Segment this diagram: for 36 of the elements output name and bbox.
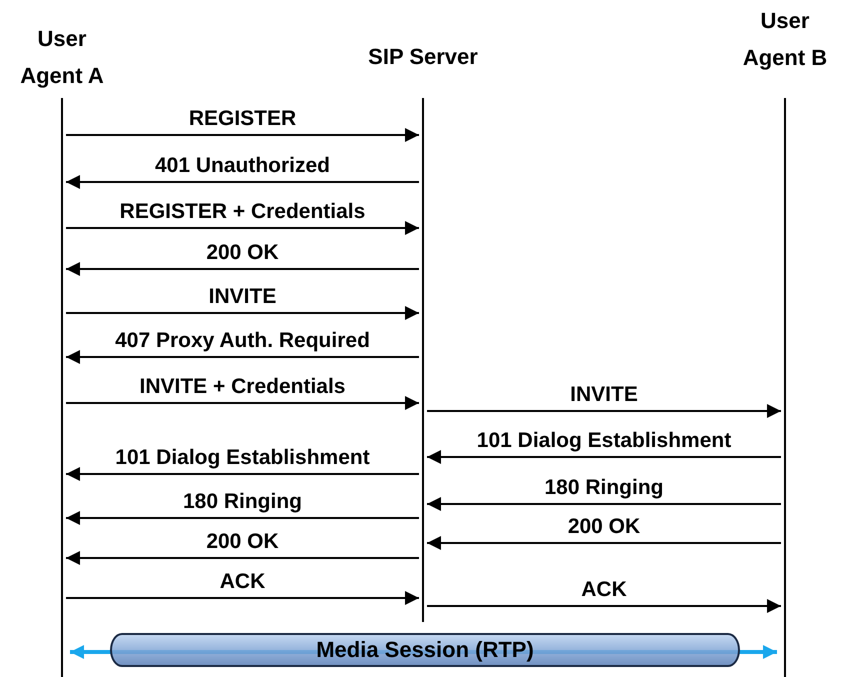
edge-label: 180 Ringing <box>544 476 664 500</box>
edge-label: INVITE <box>208 285 276 309</box>
session-tube-label: Media Session (RTP) <box>110 633 740 667</box>
message-arrow <box>66 262 419 276</box>
edge-label: 101 Dialog Establishment <box>476 429 732 453</box>
edge-label: 401 Unauthorized <box>154 154 330 178</box>
message-arrow <box>66 511 419 525</box>
message-arrow <box>427 536 781 550</box>
message-arrow <box>66 221 419 235</box>
message-arrow <box>427 497 781 511</box>
edge-label: ACK <box>581 578 627 602</box>
message-arrow <box>66 175 419 189</box>
message-arrow <box>66 350 419 364</box>
message-arrow <box>66 396 419 410</box>
message-arrow <box>427 599 781 613</box>
message-arrow <box>66 551 419 565</box>
edge-label: 200 OK <box>568 515 640 539</box>
message-arrow <box>66 128 419 142</box>
message-arrow <box>66 467 419 481</box>
edge-label: INVITE + Credentials <box>140 375 346 399</box>
participant-label: SIP Server <box>367 43 479 71</box>
message-arrow <box>66 591 419 605</box>
edge-label: 180 Ringing <box>182 490 302 514</box>
participant-label: User Agent B <box>742 7 828 72</box>
edge-label: 407 Proxy Auth. Required <box>115 329 370 353</box>
edge-label: REGISTER <box>188 107 296 131</box>
message-arrow <box>427 450 781 464</box>
message-arrow <box>427 404 781 418</box>
edge-label: REGISTER + Credentials <box>120 200 366 224</box>
message-arrow <box>66 306 419 320</box>
participant-label: User Agent A <box>19 25 105 90</box>
edge-label: 200 OK <box>206 530 279 554</box>
edge-label: INVITE <box>570 383 638 407</box>
edge-label: ACK <box>220 570 266 594</box>
edge-label: 200 OK <box>206 241 279 265</box>
edge-label: 101 Dialog Establishment <box>115 446 370 470</box>
